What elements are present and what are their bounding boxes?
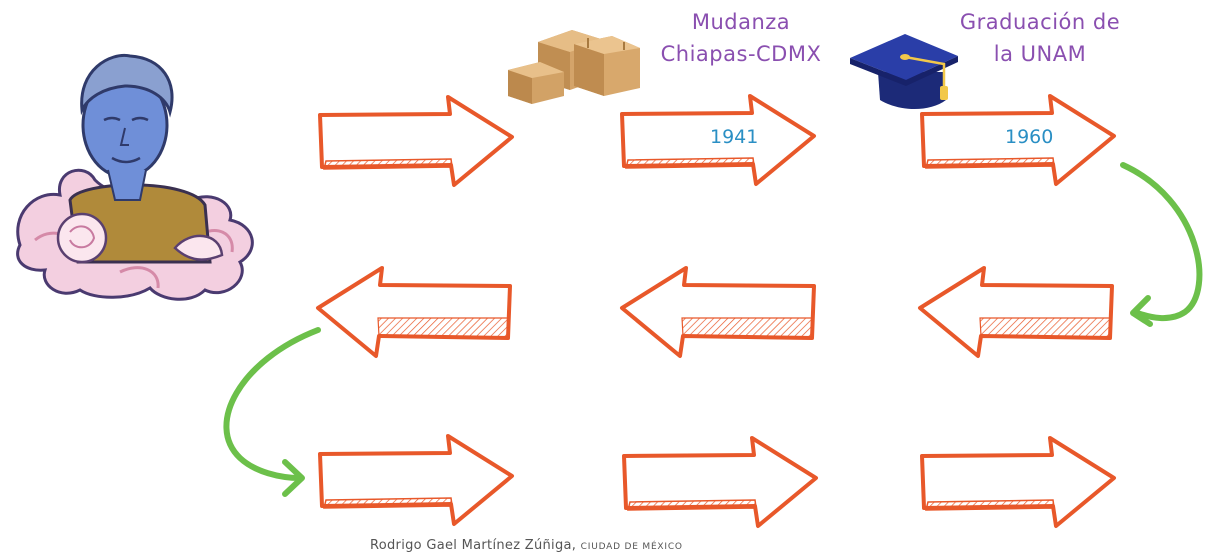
boxes-icon bbox=[508, 30, 640, 104]
timeline-arrow-left-2 bbox=[620, 266, 816, 358]
event-year-1941: 1941 bbox=[710, 126, 759, 148]
event-title-line: la UNAM bbox=[993, 42, 1087, 66]
portrait-illustration bbox=[16, 53, 254, 301]
event-title-line: Graduación de bbox=[959, 10, 1121, 34]
caption-author: Rodrigo Gael Martínez Zúñiga, bbox=[370, 538, 577, 553]
caption: Rodrigo Gael Martínez Zúñiga, CIUDAD DE … bbox=[370, 538, 683, 553]
event-title-line: Mudanza bbox=[691, 10, 791, 34]
graduation-cap-icon bbox=[850, 34, 958, 109]
connector-arrow-right bbox=[1120, 162, 1203, 327]
event-title-line: Chiapas-CDMX bbox=[660, 42, 822, 66]
event-label-move: Mudanza Chiapas-CDMX bbox=[656, 6, 826, 70]
timeline-arrow-right-5 bbox=[622, 436, 818, 528]
timeline-arrow-left-1 bbox=[316, 266, 512, 358]
timeline-arrow-right-1 bbox=[318, 95, 514, 187]
timeline-arrow-left-3 bbox=[918, 266, 1114, 358]
event-year-1960: 1960 bbox=[1005, 126, 1054, 148]
timeline-arrow-right-4 bbox=[318, 434, 514, 526]
caption-place: CIUDAD DE MÉXICO bbox=[580, 542, 683, 552]
timeline-arrow-right-6 bbox=[920, 436, 1116, 528]
event-label-graduation: Graduación de la UNAM bbox=[950, 6, 1130, 70]
connector-arrow-left bbox=[223, 327, 321, 497]
